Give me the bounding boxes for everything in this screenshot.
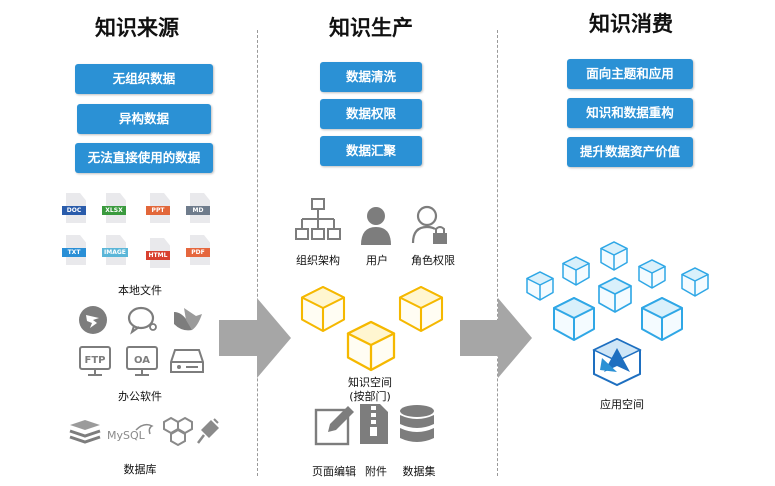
feishu-icon [174,308,202,331]
file-icon-html: HTML [146,238,172,268]
knowledge-space-cube [300,285,346,333]
consumption-tag-topics: 面向主题和应用 [567,59,693,89]
oa-icon-text: OA [134,355,150,366]
app-space-cube [598,277,632,313]
file-type-tag: MD [186,206,210,215]
database-label: 数据库 [123,463,157,476]
source-tag-unorganized: 无组织数据 [75,64,213,94]
file-icon-md: MD [186,193,212,223]
file-type-tag: TXT [62,248,86,257]
source-title: 知识来源 [95,16,179,40]
dataset-label: 数据集 [402,465,436,478]
app-space-label: 应用空间 [600,398,644,411]
file-type-tag: XLSX [102,206,126,215]
source-tag-heterogeneous: 异构数据 [77,104,211,134]
oa-icon: OA [126,346,158,376]
user-label: 用户 [366,254,388,267]
org-structure-icon [295,198,341,240]
knowledge-space-cube [398,285,444,333]
app-space-main-cube [592,337,642,387]
file-icon-xlsx: XLSX [102,193,128,223]
file-type-tag: DOC [62,206,86,215]
role-permission-icon [411,205,447,244]
arrow-production-to-consumption [460,298,532,378]
file-icon-image: IMAGE [102,235,128,265]
storage-icon [170,349,204,373]
divider-left [257,30,258,476]
page-edit-label: 页面编辑 [312,465,356,478]
production-tag-permission: 数据权限 [320,99,422,129]
file-icon-doc: DOC [62,193,88,223]
app-space-cube [681,267,709,297]
mysql-icon-text: MySQL [107,429,146,442]
consumption-tag-value: 提升数据资产价值 [567,137,693,167]
production-tag-cleaning: 数据清洗 [320,62,422,92]
ftp-icon-text: FTP [85,355,106,366]
app-space-cube [553,297,595,341]
attachment-icon [360,404,388,444]
consumption-tag-restructure: 知识和数据重构 [567,98,693,128]
dataset-icon [400,405,434,442]
app-space-cube [526,271,554,301]
user-icon [361,207,391,245]
ftp-icon: FTP [79,346,111,376]
mysql-icon: MySQL [107,423,154,442]
app-space-cube [641,297,683,341]
file-type-tag: PDF [186,248,210,257]
database-stack-icon [69,420,101,444]
knowledge-space-cube [346,320,396,372]
file-icon-ppt: PPT [146,193,172,223]
plug-icon [197,418,219,444]
hexagon-cluster-icon [163,416,193,447]
consumption-title: 知识消费 [589,12,673,36]
app-space-cube [638,259,666,289]
production-title: 知识生产 [329,16,413,40]
page-edit-icon [314,406,354,446]
divider-right [497,30,498,476]
file-icon-pdf: PDF [186,235,212,265]
local-files-label: 本地文件 [118,284,162,297]
file-type-tag: IMAGE [102,248,128,257]
app-space-cube [600,241,628,271]
role-permission-label: 角色权限 [411,254,455,267]
app-space-cube [562,256,590,286]
source-tag-unusable: 无法直接使用的数据 [75,143,213,173]
file-type-tag: PPT [146,206,170,215]
org-structure-label: 组织架构 [296,254,340,267]
production-tag-aggregation: 数据汇聚 [320,136,422,166]
file-type-tag: HTML [146,251,170,260]
knowledge-space-label-line2: (按部门) [349,390,391,403]
dingtalk-icon [79,306,107,334]
attachment-label: 附件 [365,465,387,478]
file-icon-txt: TXT [62,235,88,265]
knowledge-space-label-line1: 知识空间 [348,376,392,389]
office-software-label: 办公软件 [118,390,162,403]
wechat-work-icon [127,306,157,335]
arrow-source-to-production [219,298,291,378]
